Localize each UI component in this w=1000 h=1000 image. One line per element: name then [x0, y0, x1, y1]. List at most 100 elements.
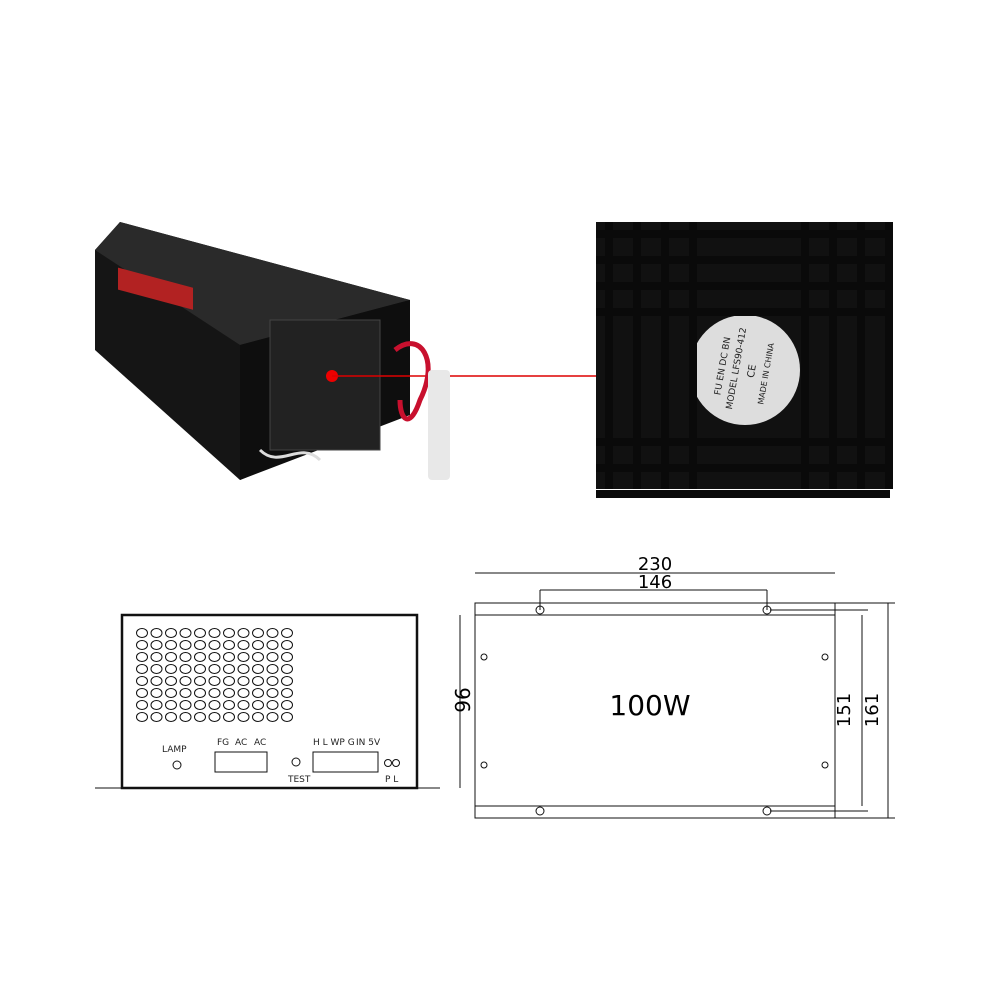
hlwpg-label: H L WP G	[313, 738, 355, 748]
vent-hole	[136, 640, 148, 650]
vent-hole	[223, 652, 235, 662]
vent-hole	[194, 664, 206, 674]
vent-hole	[208, 688, 221, 698]
vent-hole	[194, 688, 206, 698]
vent-hole	[252, 712, 264, 722]
vent-hole	[223, 640, 235, 650]
vent-hole	[237, 676, 250, 686]
fan-grille	[269, 319, 381, 451]
vent-hole	[179, 676, 192, 686]
grille-bar	[801, 222, 809, 489]
grille-bar	[596, 282, 890, 290]
grille-bar	[596, 308, 890, 316]
ac-label: AC	[235, 738, 247, 748]
vent-hole	[252, 688, 264, 698]
vent-hole	[179, 700, 192, 710]
vent-hole	[150, 712, 163, 722]
height-dimension: 96	[450, 687, 474, 712]
vent-hole	[252, 676, 264, 686]
vent-hole	[150, 652, 163, 662]
vent-hole	[208, 628, 221, 638]
grille-bar	[857, 222, 865, 489]
vent-hole	[194, 700, 206, 710]
vent-hole	[194, 712, 206, 722]
vent-hole	[165, 664, 177, 674]
vent-hole	[252, 664, 264, 674]
vent-hole	[136, 628, 148, 638]
vent-hole	[237, 700, 250, 710]
vent-hole	[150, 628, 163, 638]
vent-hole	[179, 652, 192, 662]
hv-connector	[428, 370, 450, 480]
vent-hole	[136, 676, 148, 686]
red-cable	[393, 341, 431, 422]
vent-hole	[281, 712, 293, 722]
vent-hole	[237, 688, 250, 698]
vent-hole	[179, 628, 192, 638]
vent-hole	[136, 664, 148, 674]
vent-hole	[136, 712, 148, 722]
grille-bar	[605, 222, 613, 489]
power-supply-photo	[95, 222, 597, 480]
vent-hole	[266, 700, 279, 710]
pl-label: P L	[385, 775, 398, 785]
vent-hole	[208, 712, 221, 722]
vent-hole	[266, 712, 279, 722]
vent-hole	[150, 676, 163, 686]
vent-hole	[281, 676, 293, 686]
vent-hole	[237, 712, 250, 722]
vent-hole	[223, 664, 235, 674]
vent-hole	[223, 628, 235, 638]
vent-hole	[150, 688, 163, 698]
vent-hole	[150, 664, 163, 674]
label-plate	[118, 267, 193, 310]
power-rating: 100W	[609, 689, 690, 722]
vent-hole	[165, 712, 177, 722]
ac-label-2: AC	[254, 738, 266, 748]
vent-hole	[179, 712, 192, 722]
vent-hole	[150, 700, 163, 710]
vent-hole	[237, 652, 250, 662]
grille-bar	[596, 256, 890, 264]
vent-hole	[223, 712, 235, 722]
vent-hole	[179, 664, 192, 674]
vent-hole	[194, 628, 206, 638]
outer-height-dimension: 161	[862, 693, 883, 727]
vent-hole	[136, 652, 148, 662]
fg-label: FG	[217, 738, 229, 748]
vent-hole	[281, 652, 293, 662]
lamp-label: LAMP	[162, 745, 187, 755]
hole-spacing-dimension: 146	[638, 572, 672, 593]
vent-hole	[281, 628, 293, 638]
vent-hole	[223, 676, 235, 686]
grille-bar	[689, 222, 697, 489]
test-label: TEST	[287, 775, 311, 785]
vent-hole	[208, 640, 221, 650]
vent-hole	[266, 676, 279, 686]
white-wires	[258, 448, 322, 462]
vent-hole	[252, 652, 264, 662]
vent-hole	[208, 676, 221, 686]
grille-bar	[885, 222, 893, 489]
top-view-drawing	[474, 572, 895, 819]
vent-hole	[208, 700, 221, 710]
vent-hole	[237, 628, 250, 638]
grille-bar	[596, 230, 890, 238]
vent-hole	[194, 640, 206, 650]
vent-hole	[194, 676, 206, 686]
vent-hole	[165, 688, 177, 698]
vent-hole	[179, 688, 192, 698]
grille-bar	[596, 490, 890, 498]
vent-hole	[266, 688, 279, 698]
in5v-label: IN 5V	[356, 738, 381, 748]
vent-hole	[266, 664, 279, 674]
vent-hole	[136, 700, 148, 710]
vent-hole	[252, 640, 264, 650]
vent-hole	[208, 664, 221, 674]
fan-ce-mark: CE	[746, 364, 759, 379]
grille-bar	[829, 222, 837, 489]
vent-hole	[252, 628, 264, 638]
fan-closeup: FU EN DC BN MODEL LFS90-412 CE MADE IN C…	[596, 222, 893, 498]
vent-hole	[223, 700, 235, 710]
grille-bar	[596, 464, 890, 472]
